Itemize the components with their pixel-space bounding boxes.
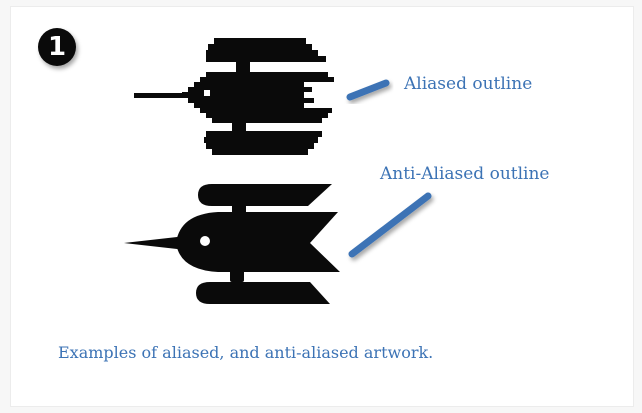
aliased-outline-label: Aliased outline bbox=[404, 74, 532, 94]
aliased-pointer-line bbox=[350, 83, 386, 97]
anti-aliased-pointer-line bbox=[352, 196, 428, 254]
anti-aliased-bird-illustration bbox=[124, 184, 340, 304]
step-number-badge: 1 bbox=[38, 28, 76, 66]
aliased-bird-illustration bbox=[134, 38, 334, 155]
step-number: 1 bbox=[48, 34, 66, 60]
figure-caption: Examples of aliased, and anti-aliased ar… bbox=[58, 343, 433, 362]
anti-aliased-outline-label: Anti-Aliased outline bbox=[380, 164, 550, 184]
